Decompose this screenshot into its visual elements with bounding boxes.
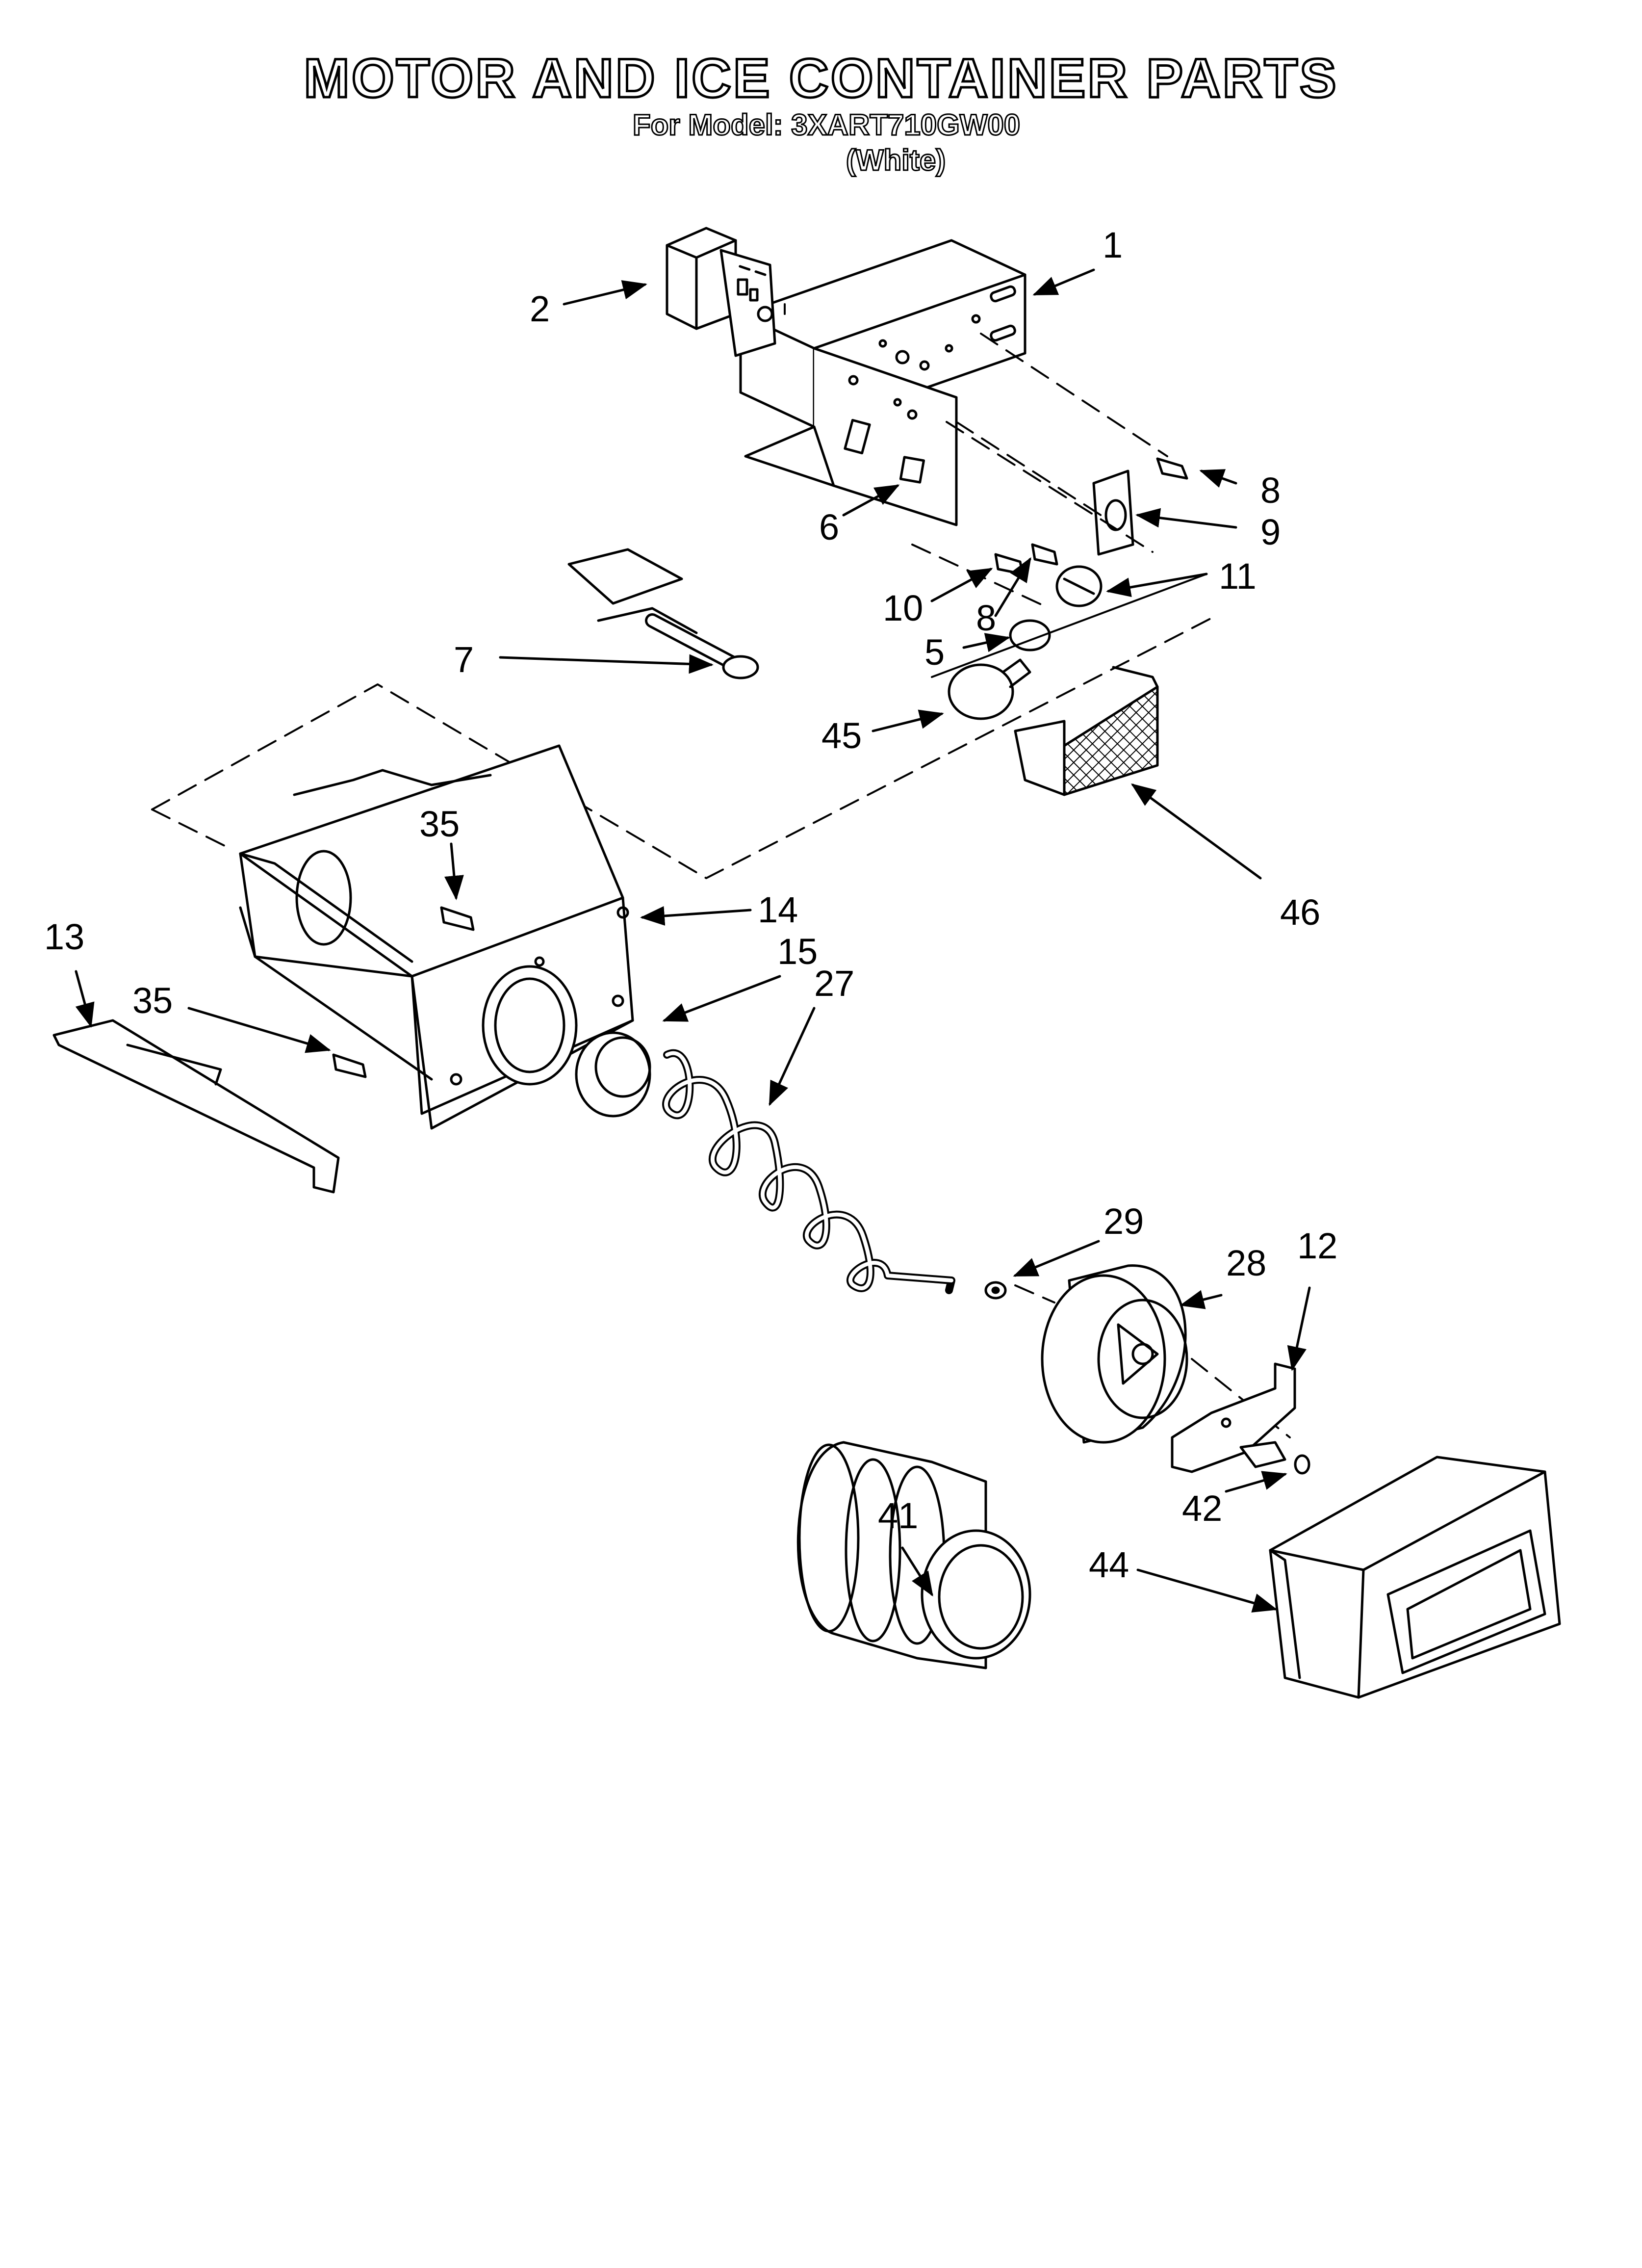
callout-29: 29: [1103, 1201, 1144, 1242]
lamp-socket: [1055, 565, 1103, 607]
callout-5: 5: [924, 632, 945, 673]
callout-1: 1: [1103, 225, 1123, 265]
screw-10: [994, 553, 1024, 575]
auger-spring-inner: [664, 1051, 953, 1290]
crusher-housing: [1041, 1264, 1188, 1444]
leader-arrows: [75, 268, 1311, 1613]
callout-2: 2: [530, 288, 550, 329]
lamp-bracket: [1092, 469, 1134, 556]
nut: [1239, 1441, 1310, 1475]
screw-35-lower: [332, 1053, 367, 1078]
ice-container: [239, 744, 634, 1130]
drive-motor: [666, 227, 776, 357]
callout-13: 13: [44, 916, 84, 957]
lamp-cover: [1014, 666, 1159, 796]
auger-bushing: [575, 1031, 651, 1118]
diagram-title: MOTOR AND ICE CONTAINER PARTS: [303, 47, 1338, 110]
callout-14: 14: [758, 889, 798, 930]
callout-12: 12: [1297, 1225, 1337, 1266]
callout-27: 27: [814, 963, 854, 1004]
callout-44: 44: [1089, 1544, 1129, 1585]
model-color: (White): [845, 143, 946, 178]
callout-lines: [931, 573, 1207, 678]
callout-9: 9: [1260, 512, 1281, 552]
callout-46: 46: [1280, 892, 1320, 933]
callout-45: 45: [821, 715, 862, 756]
light-bulb: [948, 658, 1031, 720]
callout-8: 8: [1260, 470, 1281, 511]
callout-6: 6: [819, 507, 839, 547]
washer: [984, 1281, 1007, 1300]
callout-42: 42: [1182, 1488, 1222, 1529]
auger-motor-cover: [796, 1441, 1031, 1669]
callout-15: 15: [777, 931, 818, 972]
callout-28: 28: [1226, 1243, 1266, 1283]
wire-harness: [567, 548, 759, 679]
motor-housing: [739, 239, 1026, 526]
model-number: For Model: 3XART710GW00: [632, 108, 1021, 142]
lamp-holder: [1009, 619, 1051, 652]
callout-11: 11: [1219, 556, 1257, 597]
screw-8-mid: [1031, 543, 1058, 566]
auger-rail: [52, 1019, 340, 1194]
callout-41: 41: [878, 1495, 918, 1536]
screw-8-top: [1156, 457, 1188, 480]
callout-35: 35: [132, 980, 173, 1021]
callout-8: 8: [976, 598, 996, 638]
front-cover: [1269, 1456, 1561, 1699]
crusher-bracket: [1171, 1362, 1296, 1473]
switch-clip: [899, 456, 925, 484]
callout-35: 35: [419, 804, 460, 844]
callout-labels: 1 2 8 9 6 11 10 8 5 7 45 46 35 14 13 15 …: [44, 225, 1337, 1585]
callout-7: 7: [454, 639, 474, 680]
callout-10: 10: [883, 588, 923, 628]
